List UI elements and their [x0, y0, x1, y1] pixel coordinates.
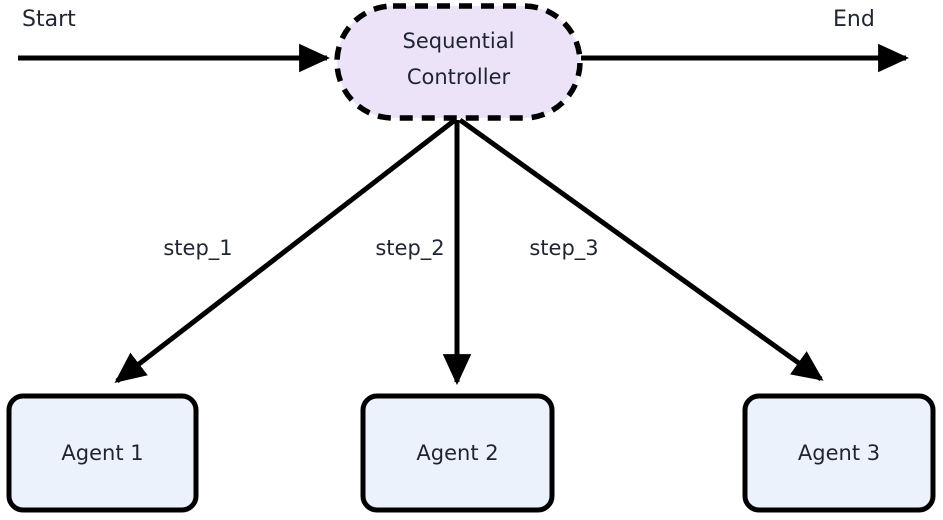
node-label-controller-line1: Sequential [403, 29, 515, 53]
node-label-agent-3: Agent 3 [798, 441, 880, 465]
edge-label-step-2: step_2 [375, 236, 444, 261]
node-shape-agent-2[interactable] [360, 393, 555, 513]
node-shape-agent-1[interactable] [6, 393, 199, 513]
node-agent-2[interactable]: Agent 2 [360, 393, 555, 513]
edge-line-controller-agent1 [114, 118, 457, 383]
node-label-agent-1: Agent 1 [61, 441, 143, 465]
node-label-agent-2: Agent 2 [416, 441, 498, 465]
edge-line-controller-agent3 [458, 117, 824, 382]
edge-controller-to-agent3 [458, 117, 824, 382]
node-agent-3[interactable]: Agent 3 [742, 393, 936, 513]
node-shape-agent-3[interactable] [742, 393, 936, 513]
edge-label-step-1: step_1 [163, 236, 232, 261]
node-shape-controller[interactable] [334, 3, 583, 121]
edge-label-step-3: step_3 [529, 236, 598, 261]
endpoint-label-start: Start [22, 7, 76, 32]
node-label-controller-line2: Controller [407, 65, 511, 89]
node-sequential-controller[interactable]: Sequential Controller [334, 3, 583, 121]
edge-controller-to-agent1 [114, 118, 457, 383]
endpoint-label-end: End [833, 7, 875, 32]
node-agent-1[interactable]: Agent 1 [6, 393, 199, 513]
